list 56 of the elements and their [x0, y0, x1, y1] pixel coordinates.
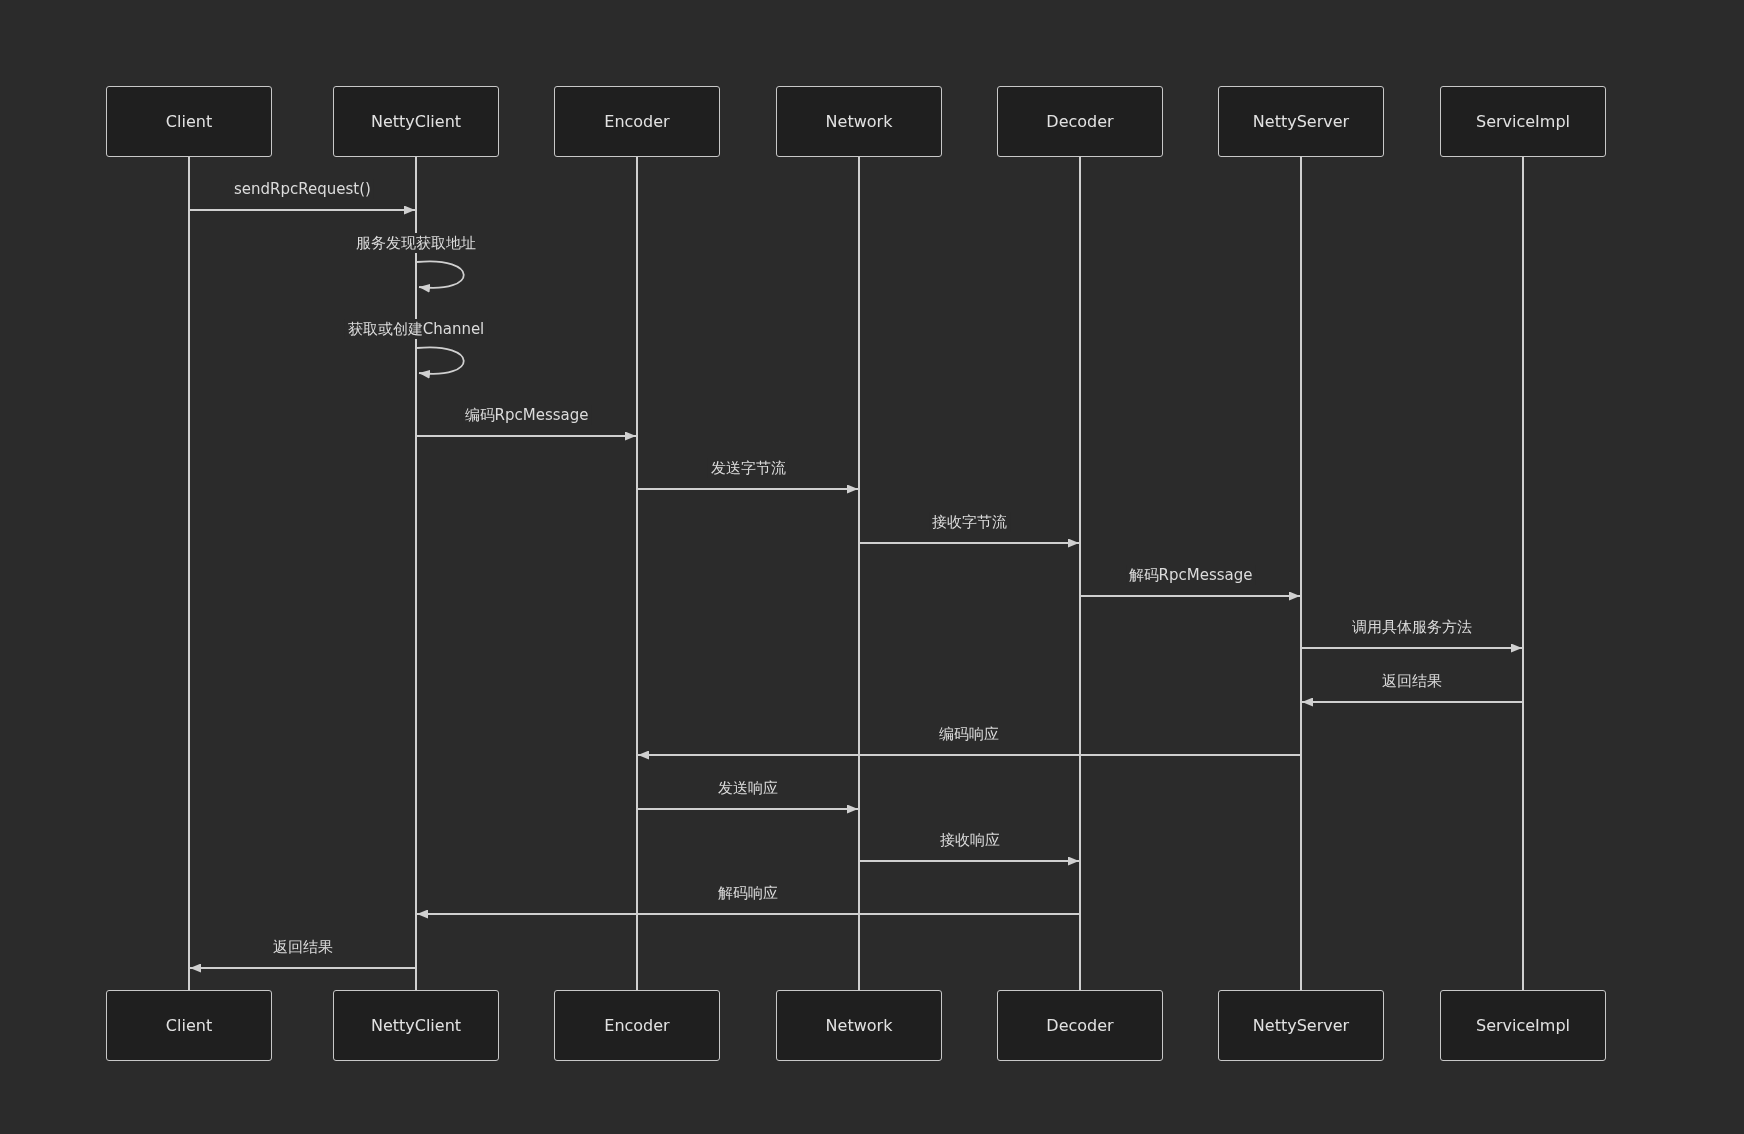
edge-label: 发送响应 — [715, 778, 781, 798]
participant-box — [1440, 86, 1606, 157]
participant-box — [997, 86, 1163, 157]
message-arrow — [416, 431, 637, 441]
participant-box — [106, 86, 272, 157]
participant-name: Decoder — [1046, 1016, 1114, 1035]
self-message-arrow — [416, 346, 465, 379]
lifeline — [1300, 157, 1302, 990]
lifeline — [415, 157, 417, 990]
participant-name: Network — [825, 112, 893, 131]
participant-name: NettyClient — [370, 112, 462, 131]
participant-box — [554, 86, 720, 157]
participant-name: Network — [825, 1016, 893, 1035]
message-arrow — [859, 856, 1080, 866]
participant-name: Encoder — [604, 1016, 670, 1035]
participant-name: NettyClient — [370, 1016, 462, 1035]
participant-box — [1218, 86, 1384, 157]
lifeline — [1522, 157, 1524, 990]
participant-box — [1440, 990, 1606, 1061]
message-arrow — [1301, 643, 1523, 653]
lifeline — [858, 157, 860, 990]
participant-name: ServiceImpl — [1475, 1016, 1570, 1035]
participant-box — [776, 86, 942, 157]
message-arrow — [637, 804, 859, 814]
message-arrow — [637, 750, 1301, 760]
edge-label: 返回结果 — [1379, 671, 1445, 691]
participant-box — [1218, 990, 1384, 1061]
edge-label: 接收字节流 — [929, 512, 1010, 532]
lifeline — [188, 157, 190, 990]
message-arrow — [416, 909, 1080, 919]
participant-box — [776, 990, 942, 1061]
message-arrow — [637, 484, 859, 494]
participant-box — [333, 990, 499, 1061]
participant-name: Encoder — [604, 112, 670, 131]
lifeline — [1079, 157, 1081, 990]
self-message-arrow — [416, 260, 465, 293]
participant-name: ServiceImpl — [1475, 112, 1570, 131]
participant-name: Client — [165, 1016, 213, 1035]
lifeline — [636, 157, 638, 990]
edge-label: 服务发现获取地址 — [353, 233, 479, 253]
participant-box — [554, 990, 720, 1061]
edge-label: 编码响应 — [936, 724, 1002, 744]
message-arrow — [1080, 591, 1301, 601]
message-arrow — [1301, 697, 1523, 707]
edge-label: 解码响应 — [715, 883, 781, 903]
message-arrow — [189, 963, 416, 973]
participant-box — [106, 990, 272, 1061]
participant-name: Decoder — [1046, 112, 1114, 131]
participant-box — [333, 86, 499, 157]
participant-name: Client — [165, 112, 213, 131]
edge-label: 调用具体服务方法 — [1349, 617, 1475, 637]
message-arrow — [189, 205, 416, 215]
participant-name: NettyServer — [1252, 1016, 1350, 1035]
participant-name: NettyServer — [1252, 112, 1350, 131]
participant-box — [997, 990, 1163, 1061]
message-arrow — [859, 538, 1080, 548]
